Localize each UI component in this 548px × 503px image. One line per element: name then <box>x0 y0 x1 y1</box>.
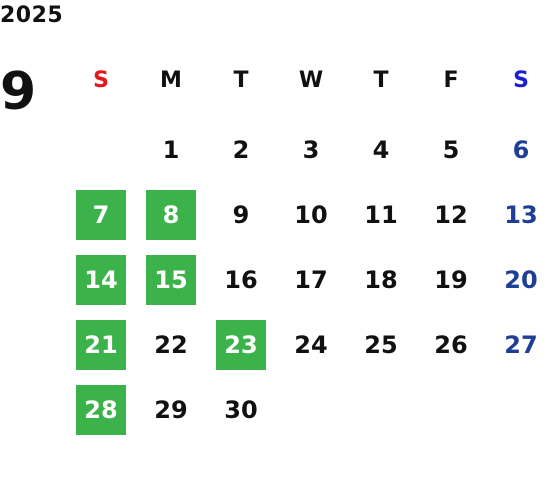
day-cell-2[interactable]: 2 <box>232 136 250 164</box>
day-cell-21[interactable]: 21 <box>76 320 126 370</box>
day-cell-22[interactable]: 22 <box>154 331 188 359</box>
weekday-friday: F <box>443 68 459 93</box>
weekday-saturday: S <box>513 68 529 93</box>
day-cell-26[interactable]: 26 <box>434 331 468 359</box>
day-cell-16[interactable]: 16 <box>224 266 258 294</box>
day-cell-12[interactable]: 12 <box>434 201 468 229</box>
day-cell-17[interactable]: 17 <box>294 266 328 294</box>
weekday-monday: M <box>160 68 182 93</box>
day-cell-29[interactable]: 29 <box>154 396 188 424</box>
day-cell-15[interactable]: 15 <box>146 255 196 305</box>
weekday-tuesday: T <box>233 68 249 93</box>
month-label: 9 <box>0 62 37 122</box>
day-cell-18[interactable]: 18 <box>364 266 398 294</box>
day-cell-20[interactable]: 20 <box>504 266 538 294</box>
day-cell-27[interactable]: 27 <box>504 331 538 359</box>
day-cell-4[interactable]: 4 <box>372 136 390 164</box>
day-cell-14[interactable]: 14 <box>76 255 126 305</box>
day-cell-25[interactable]: 25 <box>364 331 398 359</box>
day-cell-11[interactable]: 11 <box>364 201 398 229</box>
day-cell-7[interactable]: 7 <box>76 190 126 240</box>
day-cell-6[interactable]: 6 <box>512 136 530 164</box>
day-cell-24[interactable]: 24 <box>294 331 328 359</box>
day-cell-28[interactable]: 28 <box>76 385 126 435</box>
day-cell-10[interactable]: 10 <box>294 201 328 229</box>
day-cell-8[interactable]: 8 <box>146 190 196 240</box>
weekday-thursday: T <box>373 68 389 93</box>
day-cell-3[interactable]: 3 <box>302 136 320 164</box>
weekday-wednesday: W <box>298 68 324 93</box>
day-cell-19[interactable]: 19 <box>434 266 468 294</box>
day-cell-1[interactable]: 1 <box>162 136 180 164</box>
day-cell-30[interactable]: 30 <box>224 396 258 424</box>
weekday-sunday: S <box>93 68 109 93</box>
day-cell-9[interactable]: 9 <box>232 201 250 229</box>
day-cell-23[interactable]: 23 <box>216 320 266 370</box>
year-label: 2025 <box>0 3 64 28</box>
day-cell-5[interactable]: 5 <box>442 136 460 164</box>
day-cell-13[interactable]: 13 <box>504 201 538 229</box>
